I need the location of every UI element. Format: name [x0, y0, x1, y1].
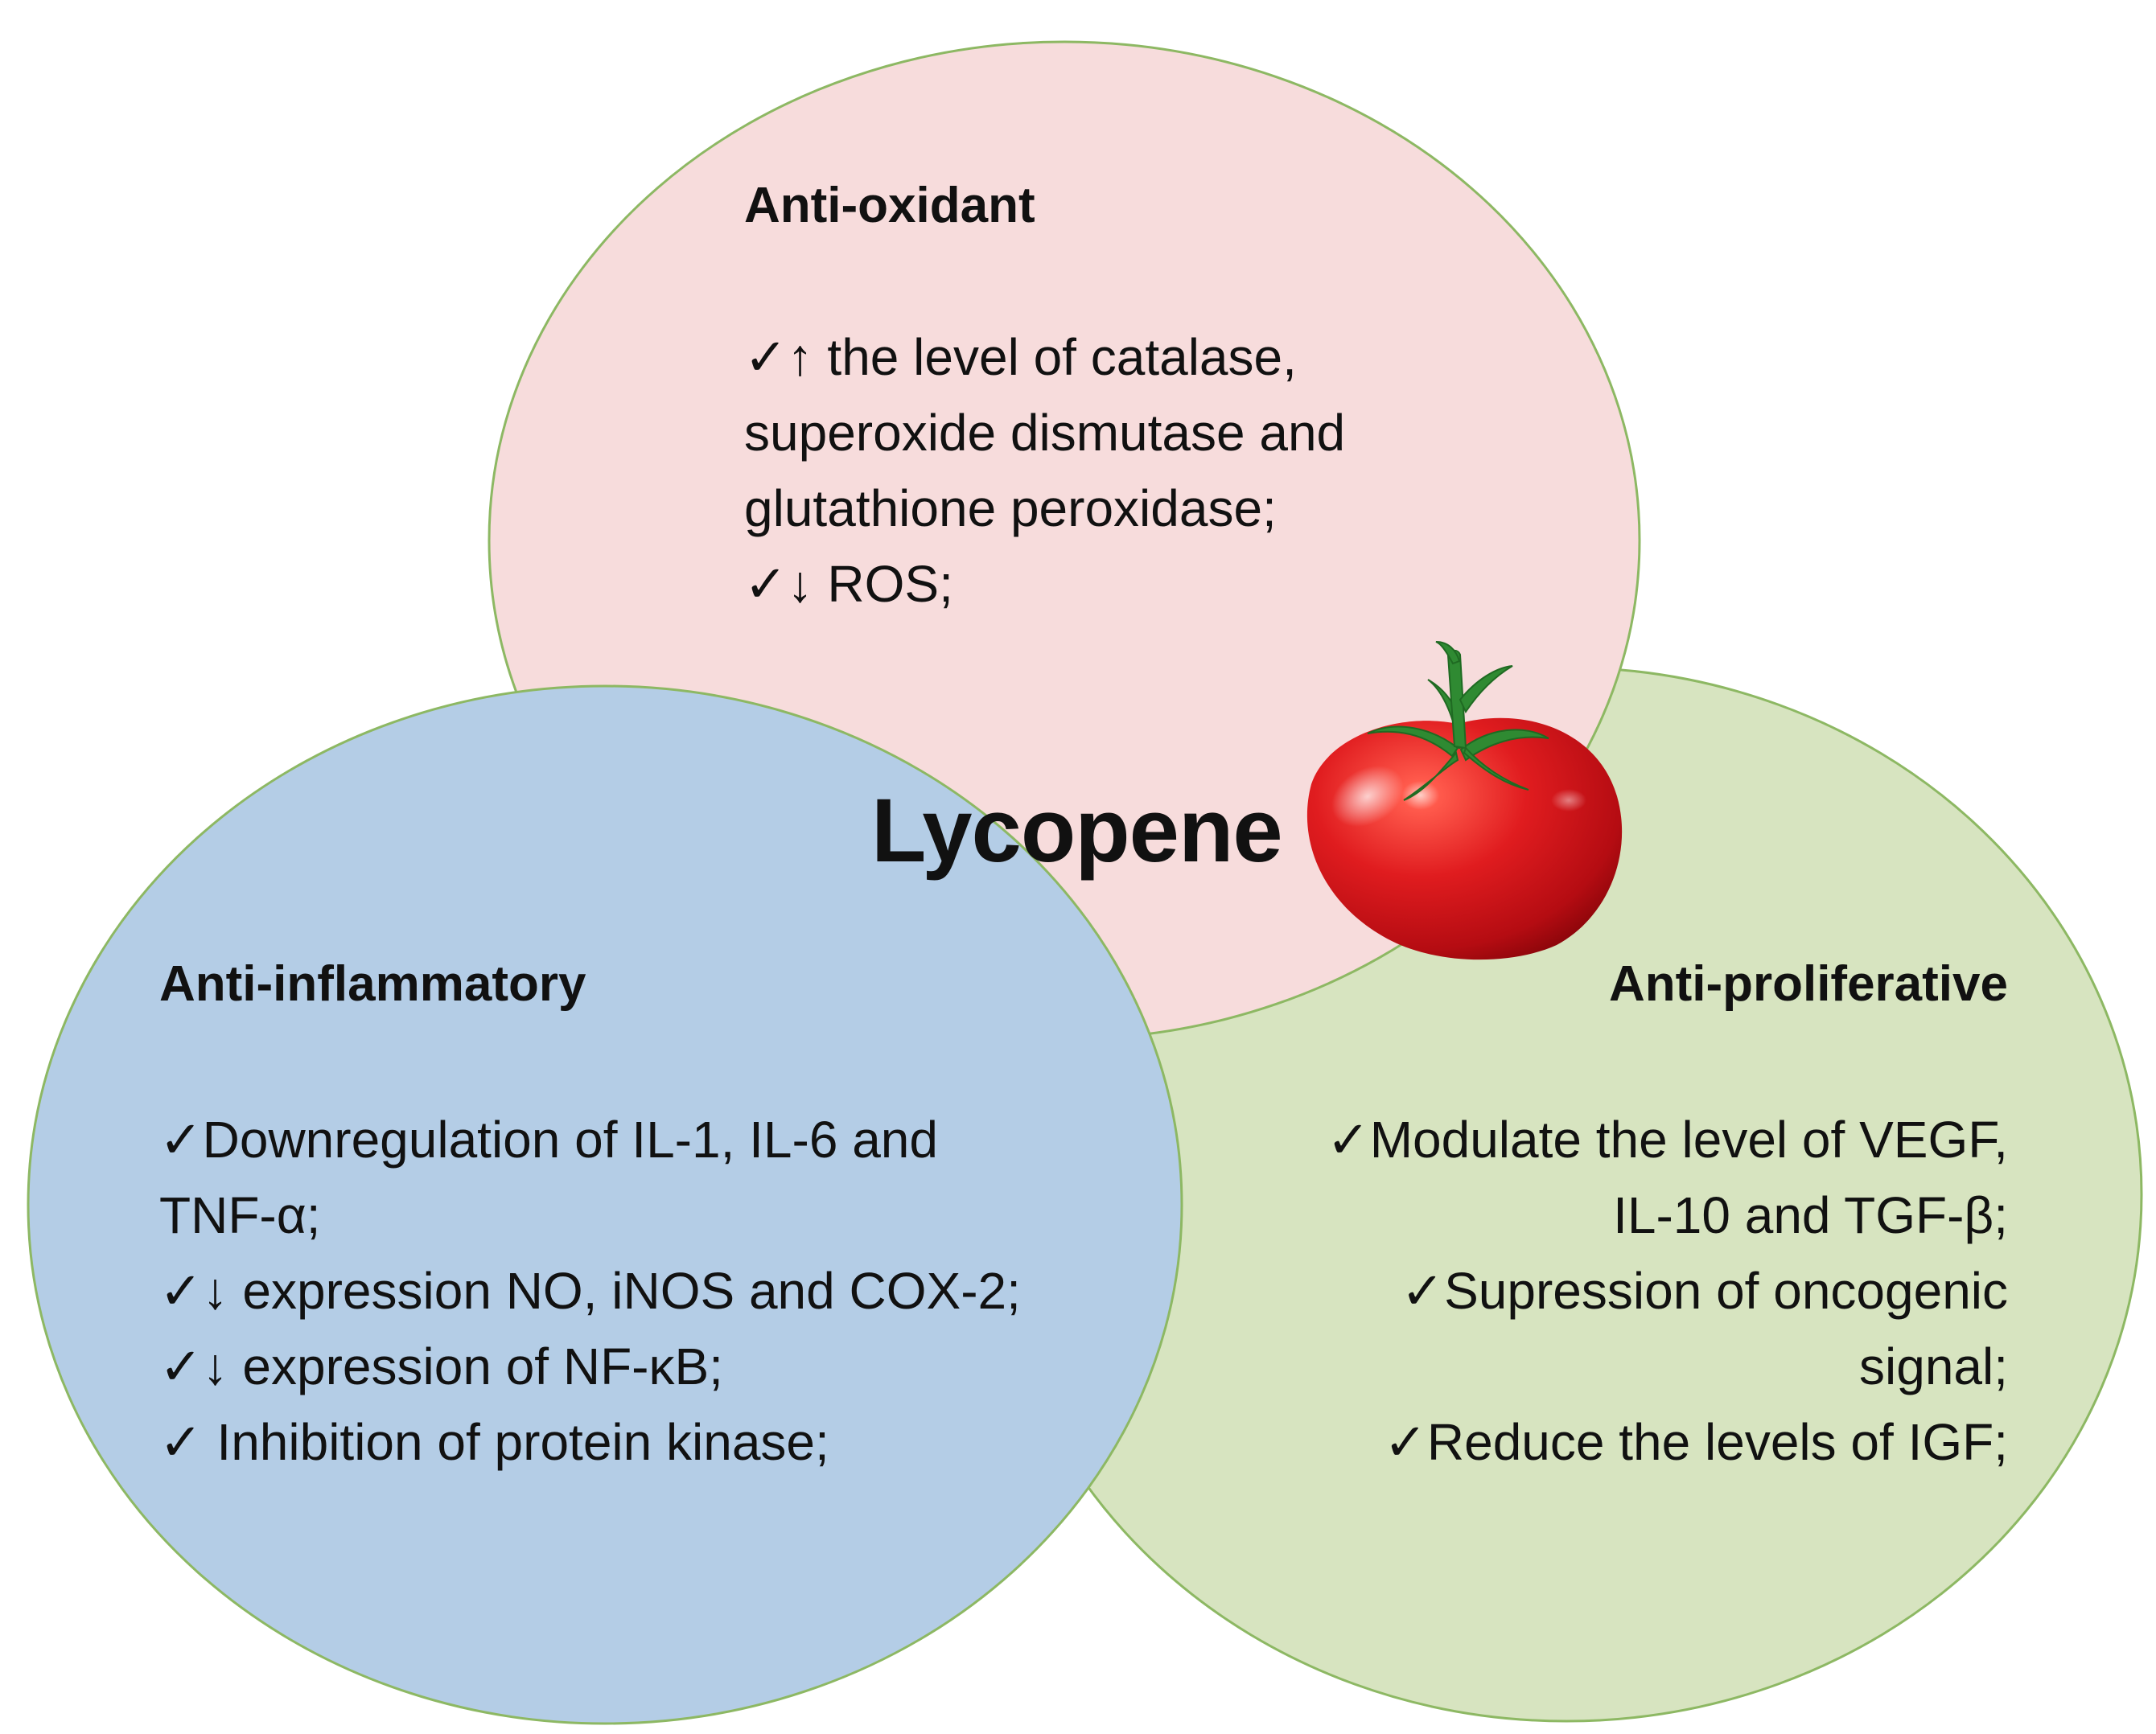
anti-proliferative-line: ✓Modulate the level of VEGF, — [1327, 1111, 2008, 1169]
anti-proliferative-line: signal; — [1859, 1337, 2008, 1395]
anti-inflammatory-line: TNF-α; — [159, 1186, 321, 1244]
anti-inflammatory-circle — [27, 684, 1183, 1725]
anti-inflammatory-line: ✓↓ expression of NF-κB; — [159, 1337, 723, 1395]
anti-inflammatory-line: ✓Downregulation of IL-1, IL-6 and — [159, 1111, 938, 1169]
anti-oxidant-line: glutathione peroxidase; — [744, 479, 1277, 537]
anti-proliferative-title: Anti-proliferative — [1608, 956, 2008, 1012]
anti-inflammatory-line: ✓↓ expression NO, iNOS and COX-2; — [159, 1262, 1021, 1320]
center-label: Lycopene — [871, 780, 1283, 881]
anti-oxidant-title: Anti-oxidant — [744, 178, 1035, 233]
anti-inflammatory-line: ✓ Inhibition of protein kinase; — [159, 1413, 829, 1471]
anti-oxidant-list: ✓↑ the level of catalase, superoxide dis… — [744, 319, 1345, 622]
anti-proliferative-line: ✓Reduce the levels of IGF; — [1384, 1413, 2008, 1471]
anti-oxidant-line: ✓↑ the level of catalase, — [744, 328, 1297, 386]
anti-proliferative-line: IL-10 and TGF-β; — [1613, 1186, 2008, 1244]
tomato-icon — [1306, 641, 1623, 960]
anti-proliferative-list: ✓Modulate the level of VEGF, IL-10 and T… — [1327, 1102, 2008, 1480]
anti-inflammatory-title: Anti-inflammatory — [159, 956, 586, 1012]
anti-oxidant-line: superoxide dismutase and — [744, 404, 1346, 462]
anti-oxidant-line: ✓↓ ROS; — [744, 555, 953, 613]
anti-proliferative-line: ✓Supression of oncogenic — [1401, 1262, 2008, 1320]
anti-inflammatory-list: ✓Downregulation of IL-1, IL-6 and TNF-α;… — [159, 1102, 1021, 1480]
